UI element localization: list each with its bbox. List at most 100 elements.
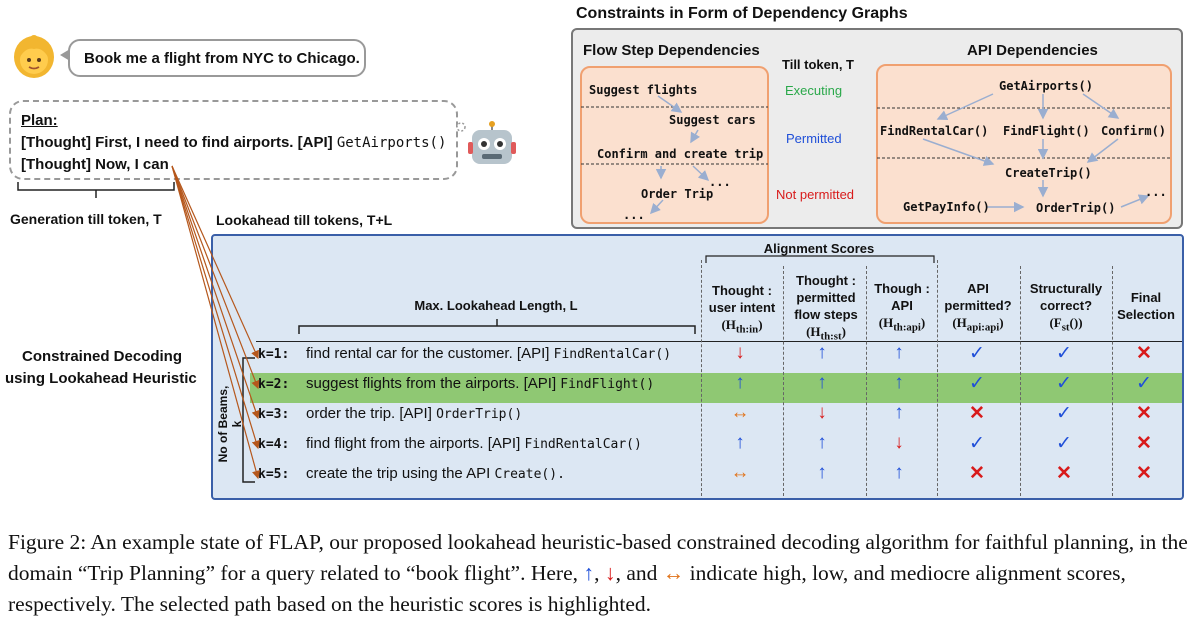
not-permitted-label: Not permitted — [776, 187, 855, 202]
score-cell: ↑ — [817, 342, 827, 363]
score-cell: ↓ — [817, 402, 827, 423]
flow-step-graph — [580, 66, 769, 224]
caption-up-arrow: ↑ — [583, 561, 595, 585]
plan-line-2: [Thought] Now, I can — [21, 156, 169, 173]
col-separator — [783, 266, 784, 496]
caption-down-arrow: ↓ — [604, 561, 616, 585]
node-ellipsis: ... — [709, 175, 731, 189]
col-4-formula-open: (F — [1049, 315, 1062, 330]
col-3-formula-sub: api:api — [966, 321, 1000, 334]
node-findflight: FindFlight() — [1003, 124, 1090, 138]
col-3-formula: (Hapi:api) — [952, 315, 1003, 334]
col-separator — [701, 260, 702, 496]
col-0-formula: (Hth:in) — [721, 317, 762, 336]
beam-api: FindFlight() — [560, 377, 655, 392]
beam-text: suggest flights from the airports. [API]… — [306, 375, 654, 392]
selected-row-highlight — [250, 373, 1182, 403]
col-4-formula: (Fst()) — [1049, 315, 1083, 334]
node-getpayinfo: GetPayInfo() — [903, 200, 990, 214]
constrained-decoding-label-2: using Lookahead Heuristic — [5, 370, 197, 387]
score-cell: ↑ — [735, 432, 745, 453]
beam-text: find rental car for the customer. [API] … — [306, 345, 671, 362]
node-ellipsis-2: ... — [623, 208, 645, 222]
beam-thought: find rental car for the customer. [API] — [306, 345, 554, 362]
score-cell: ↔ — [730, 462, 750, 483]
beam-thought: order the trip. [API] — [306, 405, 437, 422]
decoding-panel — [211, 234, 1184, 500]
col-2-formula: (Hth:api) — [879, 315, 925, 334]
beam-thought: create the trip using the API — [306, 465, 495, 482]
node-createtrip: CreateTrip() — [1005, 166, 1092, 180]
col-header-final-selection: Final Selection — [1114, 289, 1178, 323]
plan-title: Plan: — [21, 112, 58, 129]
score-cell: ↑ — [894, 462, 904, 483]
score-cell: ✓ — [969, 373, 985, 394]
col-1-formula: (Hth:st) — [806, 324, 846, 343]
header-rule — [256, 341, 1182, 342]
score-cell: ✓ — [969, 433, 985, 454]
col-2-line-1: Though : — [874, 281, 930, 296]
node-confirm: Confirm() — [1101, 124, 1167, 138]
generation-bracket — [17, 182, 175, 198]
col-3-line-1: API — [967, 281, 989, 296]
col-0-formula-open: (H — [721, 317, 736, 332]
alignment-bracket — [705, 255, 935, 263]
beam-label: k=1: — [258, 347, 290, 362]
score-cell: ✓ — [1056, 373, 1072, 394]
caption-sep-1: , — [594, 561, 605, 585]
col-1-formula-close: ) — [841, 324, 846, 339]
col-2-line-2: API — [891, 298, 913, 313]
beam-text: find flight from the airports. [API] Fin… — [306, 435, 642, 452]
node-order-trip: Order Trip — [641, 187, 714, 201]
beam-label: k=2: — [258, 377, 290, 392]
beam-api: Create(). — [494, 467, 565, 482]
col-1-line-1: Thought : — [796, 273, 856, 288]
col-0-line-1: Thought : — [712, 283, 772, 298]
col-3-line-2: permitted? — [944, 298, 1012, 313]
score-cell: ✕ — [1056, 463, 1072, 484]
plan-bubble-tail — [456, 122, 466, 132]
score-cell: ✕ — [1136, 403, 1152, 424]
caption-sep-2: , and — [615, 561, 663, 585]
col-4-line-2: correct? — [1039, 298, 1093, 313]
lookahead-bracket — [298, 319, 696, 334]
col-header-api-permitted: API permitted? (Hapi:api) — [940, 280, 1016, 337]
graph-edges — [581, 93, 1171, 215]
beams-bracket — [242, 357, 255, 483]
api-deps-title: API Dependencies — [967, 42, 1098, 59]
beam-text: order the trip. [API] OrderTrip() — [306, 405, 522, 422]
constrained-decoding-label: Constrained Decoding — [22, 348, 183, 365]
api-graph — [876, 64, 1172, 224]
score-cell: ✓ — [1056, 433, 1072, 454]
caption-part-2: indicate high, low, and mediocre alignme… — [8, 561, 1126, 616]
node-suggest-cars: Suggest cars — [669, 113, 756, 127]
score-cell: ✕ — [969, 463, 985, 484]
col-separator — [937, 260, 938, 496]
score-cell: ↑ — [735, 372, 745, 393]
executing-label: Executing — [785, 83, 843, 98]
plan-bubble: Plan: [Thought] First, I need to find ai… — [9, 100, 458, 180]
score-cell: ↑ — [894, 372, 904, 393]
beam-api: FindRentalCar() — [524, 437, 642, 452]
col-4-formula-sub: st — [1061, 321, 1070, 334]
node-getairports: GetAirports() — [999, 79, 1093, 93]
col-1-line-2: permitted — [796, 290, 856, 305]
till-token-label: Till token, T — [782, 57, 854, 72]
user-message-bubble: Book me a flight from NYC to Chicago. — [60, 39, 366, 77]
user-avatar-icon — [10, 33, 58, 81]
col-4-formula-close: ()) — [1069, 315, 1083, 330]
score-cell: ↓ — [735, 342, 745, 363]
score-cell: ↑ — [817, 372, 827, 393]
score-cell: ✓ — [969, 343, 985, 364]
robot-icon — [466, 120, 518, 172]
max-lookahead-label: Max. Lookahead Length, L — [414, 298, 578, 313]
caption-mid-arrow: ↔ — [662, 561, 685, 585]
figure-caption: Figure 2: An example state of FLAP, our … — [8, 527, 1188, 620]
col-header-thought-api: Though : API (Hth:api) — [868, 280, 936, 337]
score-cell: ↑ — [817, 462, 827, 483]
plan-line-1-text: [Thought] First, I need to find airports… — [21, 134, 337, 151]
score-cell: ✕ — [969, 403, 985, 424]
beam-api: OrderTrip() — [436, 407, 523, 422]
node-api-ellipsis: ... — [1145, 185, 1167, 199]
